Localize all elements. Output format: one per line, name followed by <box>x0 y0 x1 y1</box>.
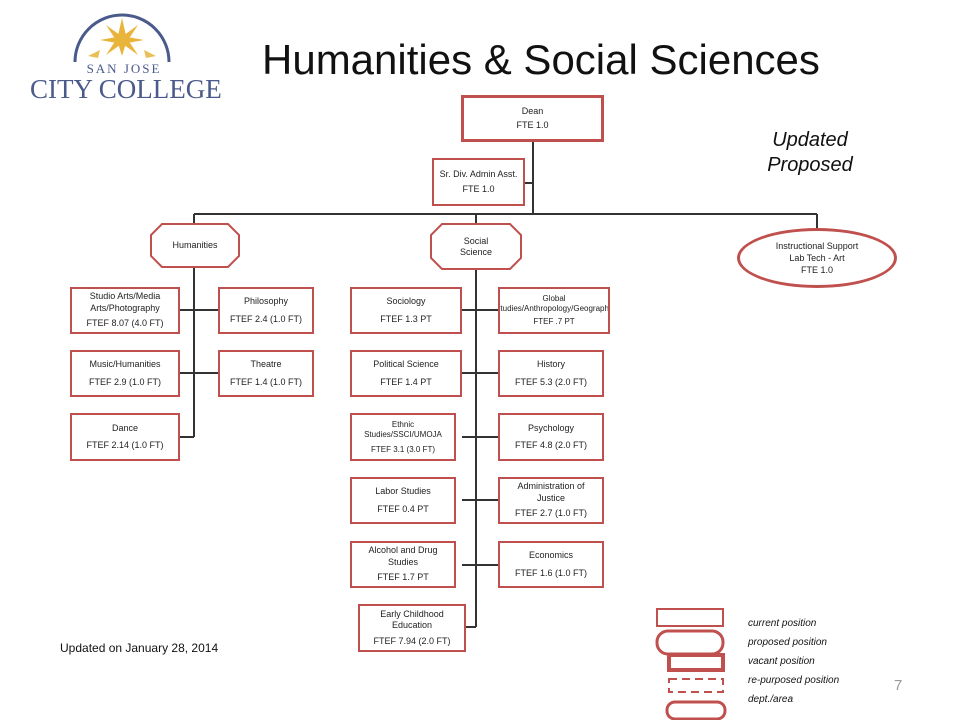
instructional-line2: Lab Tech - Art <box>789 253 845 263</box>
dept-box-philosophy: Philosophy FTEF 2.4 (1.0 FT) <box>218 287 314 334</box>
dept-name: Sociology <box>386 296 426 306</box>
dept-fte: FTEF 1.4 PT <box>380 376 432 387</box>
college-logo: SAN JOSE CITY COLLEGE <box>30 10 222 105</box>
dept-humanities-label: Humanities <box>172 240 218 250</box>
dept-name: History <box>536 359 565 369</box>
dept-box-alcohol-drug: Alcohol and Drug Studies FTEF 1.7 PT <box>350 541 456 588</box>
dept-box-economics: Economics FTEF 1.6 (1.0 FT) <box>498 541 604 588</box>
admin-asst-title: Sr. Div. Admin Asst. <box>439 168 518 179</box>
dept-box-political-science: Political Science FTEF 1.4 PT <box>350 350 462 397</box>
dept-fte: FTEF .7 PT <box>533 317 575 326</box>
dean-title: Dean <box>521 105 544 116</box>
legend-label-dept: dept./area <box>748 694 794 705</box>
status-label: Updated Proposed <box>740 128 880 178</box>
dept-fte: FTEF 2.9 (1.0 FT) <box>88 376 161 387</box>
dept-box-administration-justice: Administration of Justice FTEF 2.7 (1.0 … <box>498 477 604 524</box>
dept-name: Political Science <box>373 359 439 369</box>
dept-box-labor-studies: Labor Studies FTEF 0.4 PT <box>350 477 456 524</box>
legend-label-current: current position <box>748 618 817 629</box>
dept-fte: FTEF 7.94 (2.0 FT) <box>373 635 451 646</box>
admin-asst-fte: FTE 1.0 <box>462 184 495 194</box>
legend-shape-proposed <box>655 629 725 656</box>
octagon-shape <box>430 223 522 270</box>
dept-fte: FTEF 2.7 (1.0 FT) <box>514 508 587 519</box>
dept-box-dance: Dance FTEF 2.14 (1.0 FT) <box>70 413 180 461</box>
dept-fte: FTEF 8.07 (4.0 FT) <box>86 318 164 329</box>
admin-asst-box: Sr. Div. Admin Asst. FTE 1.0 <box>432 158 525 206</box>
dept-fte: FTEF 1.6 (1.0 FT) <box>514 567 587 578</box>
dept-box-early-childhood: Early Childhood Education FTEF 7.94 (2.0… <box>358 604 466 652</box>
legend-label-proposed: proposed position <box>748 637 827 648</box>
dept-fte: FTEF 3.1 (3.0 FT) <box>370 444 435 454</box>
dept-box-global-studies: Global Studies/Anthropology/Geography FT… <box>498 287 610 334</box>
dept-name: Global Studies/Anthropology/Geography <box>498 294 610 313</box>
dept-name: Economics <box>528 550 573 560</box>
dept-name: Labor Studies <box>375 486 431 496</box>
dept-box-theatre: Theatre FTEF 1.4 (1.0 FT) <box>218 350 314 397</box>
dept-name: Philosophy <box>243 296 289 306</box>
dept-name: Psychology <box>527 422 575 433</box>
legend-label-vacant: vacant position <box>748 656 815 667</box>
dept-box-ethnic-studies: Ethnic Studies/SSCI/UMOJA FTEF 3.1 (3.0 … <box>350 413 456 461</box>
dept-social-science-label: Social Science <box>459 235 493 257</box>
dept-box-psychology: Psychology FTEF 4.8 (2.0 FT) <box>498 413 604 461</box>
dept-box-history: History FTEF 5.3 (2.0 FT) <box>498 350 604 397</box>
instructional-line3: FTE 1.0 <box>800 265 833 275</box>
dept-name: Studio Arts/Media Arts/Photography <box>89 291 161 313</box>
legend-shape-current <box>656 608 724 627</box>
page-title: Humanities & Social Sciences <box>262 36 820 83</box>
legend-shape-repurposed <box>668 678 724 693</box>
octagon-shape <box>150 223 240 268</box>
logo-line1: SAN JOSE <box>86 61 162 76</box>
sun-emblem-icon <box>73 13 171 63</box>
dept-box-studio-arts: Studio Arts/Media Arts/Photography FTEF … <box>70 287 180 334</box>
dept-humanities: Humanities <box>150 223 240 268</box>
dept-box-sociology: Sociology FTEF 1.3 PT <box>350 287 462 334</box>
legend-shape-vacant <box>667 653 725 672</box>
dept-name: Alcohol and Drug Studies <box>368 545 438 567</box>
page-number: 7 <box>894 677 903 694</box>
instructional-support-box: Instructional Support Lab Tech - Art FTE… <box>737 228 897 288</box>
dept-fte: FTEF 4.8 (2.0 FT) <box>514 440 587 450</box>
dept-name: Early Childhood Education <box>380 608 444 631</box>
instructional-line1: Instructional Support <box>775 241 859 251</box>
legend-label-repurposed: re-purposed position <box>748 675 840 686</box>
dept-fte: FTEF 2.4 (1.0 FT) <box>229 313 302 324</box>
dept-fte: FTEF 5.3 (2.0 FT) <box>514 376 587 387</box>
dean-fte: FTE 1.0 <box>516 120 549 130</box>
dept-name: Administration of Justice <box>517 481 585 503</box>
dept-fte: FTEF 0.4 PT <box>377 503 429 514</box>
dept-box-music-humanities: Music/Humanities FTEF 2.9 (1.0 FT) <box>70 350 180 397</box>
legend-shapes <box>655 608 727 720</box>
updated-date: Updated on January 28, 2014 <box>60 641 219 655</box>
dept-fte: FTEF 1.7 PT <box>377 572 429 583</box>
dean-box: Dean FTE 1.0 <box>461 95 604 142</box>
status-line1: Updated <box>772 129 848 151</box>
dept-name: Dance <box>111 422 138 433</box>
logo-line2: CITY COLLEGE <box>30 74 222 104</box>
legend-shape-dept <box>665 700 727 720</box>
dept-name: Ethnic Studies/SSCI/UMOJA <box>364 419 442 439</box>
dept-fte: FTEF 2.14 (1.0 FT) <box>86 440 164 450</box>
dept-name: Music/Humanities <box>89 359 161 369</box>
dept-name: Theatre <box>250 359 282 369</box>
status-line2: Proposed <box>767 154 853 176</box>
dept-social-science: Social Science <box>430 223 522 270</box>
dept-fte: FTEF 1.3 PT <box>380 313 432 324</box>
dept-fte: FTEF 1.4 (1.0 FT) <box>229 376 302 387</box>
